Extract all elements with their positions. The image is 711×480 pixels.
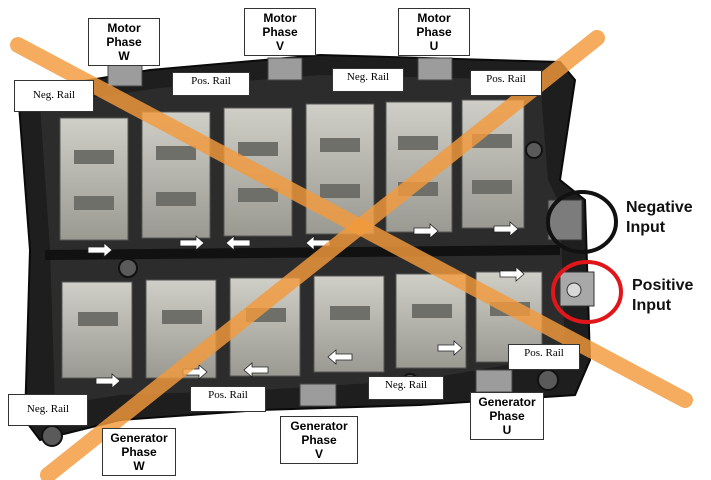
label-line: Motor	[263, 11, 297, 25]
label-line: Generator	[110, 431, 168, 445]
positive-input-circle	[551, 260, 623, 324]
label-line: Generator	[478, 395, 536, 409]
label-neg-rail-bottom-left: Neg. Rail	[8, 394, 88, 426]
label-line: Positive	[632, 277, 694, 294]
label-neg-rail-bottom-center: Neg. Rail	[368, 376, 444, 400]
label-generator-phase-u: Generator Phase U	[470, 392, 544, 440]
label-line: Negative	[626, 199, 693, 216]
label-line: V	[314, 447, 323, 461]
label-line: Motor	[417, 11, 451, 25]
label-pos-rail-bottom-left: Pos. Rail	[190, 386, 266, 412]
label-negative-input: Negative Input	[626, 198, 693, 238]
label-line: U	[502, 423, 512, 437]
label-line: Phase	[489, 409, 525, 423]
label-motor-phase-v: Motor Phase V	[244, 8, 316, 56]
label-line: Motor	[107, 21, 141, 35]
label-line: W	[118, 49, 130, 63]
label-line: Phase	[106, 35, 142, 49]
label-line: Phase	[262, 25, 298, 39]
label-positive-input: Positive Input	[632, 276, 693, 316]
label-line: Input	[632, 297, 672, 314]
label-line: Generator	[290, 419, 348, 433]
label-generator-phase-w: Generator Phase W	[102, 428, 176, 476]
label-pos-rail-top-right: Pos. Rail	[470, 70, 542, 96]
label-line: W	[133, 459, 145, 473]
label-motor-phase-w: Motor Phase W	[88, 18, 160, 66]
terminals	[107, 57, 595, 407]
label-neg-rail-top-center: Neg. Rail	[332, 68, 404, 92]
cross-line-1	[10, 37, 693, 408]
label-line: U	[429, 39, 439, 53]
negative-input-circle	[546, 190, 618, 254]
label-line: Phase	[121, 445, 157, 459]
label-pos-rail-bottom-right: Pos. Rail	[508, 344, 580, 370]
label-neg-rail-top-left: Neg. Rail	[14, 80, 94, 112]
cross-line-2	[40, 30, 605, 480]
label-line: Phase	[416, 25, 452, 39]
label-generator-phase-v: Generator Phase V	[280, 416, 358, 464]
center-divider	[44, 245, 561, 260]
label-line: Input	[626, 219, 666, 236]
label-pos-rail-top-1: Pos. Rail	[172, 72, 250, 96]
label-line: V	[275, 39, 284, 53]
label-line: Phase	[301, 433, 337, 447]
current-arrows	[87, 221, 525, 389]
label-motor-phase-u: Motor Phase U	[398, 8, 470, 56]
